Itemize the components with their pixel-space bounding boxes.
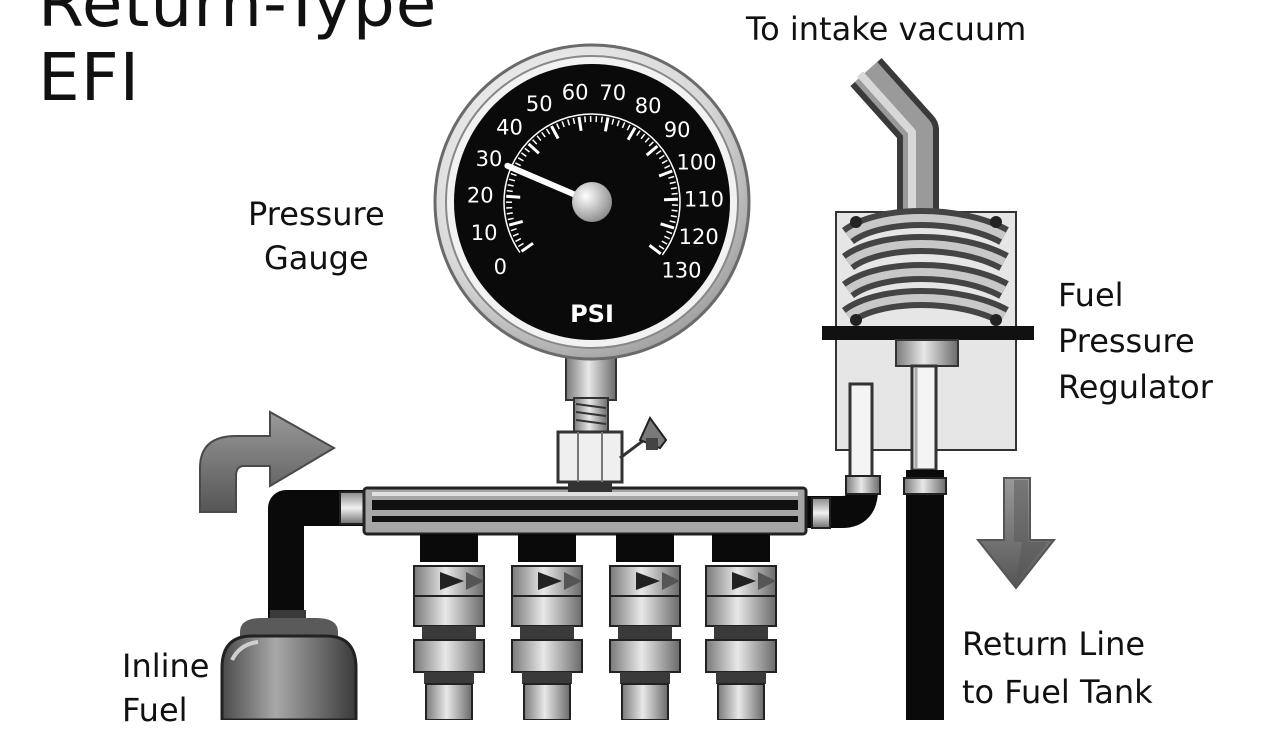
gauge-tick [664, 199, 678, 200]
gauge-number: 60 [562, 80, 589, 104]
gauge-number: 100 [676, 151, 716, 175]
label-return-line: Return Line to Fuel Tank [962, 620, 1153, 716]
gauge-number: 120 [679, 225, 719, 249]
fuel-injector [414, 534, 484, 720]
gauge-tick [507, 213, 513, 214]
gauge-number: 0 [494, 255, 507, 279]
gauge-number: 30 [476, 147, 503, 171]
gauge-number: 10 [471, 221, 498, 245]
gauge-fitting [558, 354, 666, 492]
gauge-tick [506, 196, 520, 197]
fuel-injector [512, 534, 582, 720]
diagram-title: Return-Type EFI [38, 0, 437, 112]
regulator-inlet-tube [850, 384, 872, 480]
gauge-tick [585, 116, 586, 122]
title-line-1: Return-Type [38, 0, 437, 38]
vacuum-hose [860, 72, 918, 215]
fuel-rail [364, 488, 806, 534]
gauge-number: 70 [599, 81, 626, 105]
rail-to-regulator-pipe [800, 476, 880, 528]
gauge-number: 130 [661, 258, 701, 282]
gauge-number: 110 [684, 188, 724, 212]
fuel-pressure-regulator [822, 212, 1034, 480]
schrader-valve-cap [620, 418, 666, 458]
gauge-number: 50 [526, 92, 553, 116]
gauge-hub [572, 182, 612, 222]
gauge-number: 40 [496, 115, 523, 139]
fuel-injector [706, 534, 776, 720]
gauge-unit: PSI [570, 300, 614, 328]
label-to-intake-vacuum: To intake vacuum [746, 6, 1026, 52]
gauge-tick [671, 188, 677, 189]
gauge-number: 80 [635, 94, 662, 118]
label-inline-fuel: Inline Fuel [122, 644, 209, 732]
label-pressure-gauge: Pressure Gauge [248, 192, 385, 280]
gauge-tick [672, 210, 678, 211]
return-line [904, 470, 946, 720]
title-line-2: EFI [38, 44, 437, 112]
fuel-injectors [414, 534, 776, 720]
gauge-number: 90 [664, 118, 691, 142]
regulator-valve-seat [896, 340, 958, 366]
gauge-tick [672, 194, 678, 195]
label-fuel-pressure-regulator: Fuel Pressure Regulator [1058, 272, 1213, 410]
gauge-tick [507, 191, 513, 192]
gauge-tick [602, 117, 603, 123]
gauge-number: 20 [467, 184, 494, 208]
inline-fuel-filter [222, 610, 356, 720]
return-flow-arrow [978, 478, 1054, 588]
fuel-injector [610, 534, 680, 720]
regulator-diaphragm [822, 326, 1034, 340]
gauge-tick [671, 216, 677, 217]
gauge-tick [579, 117, 581, 131]
